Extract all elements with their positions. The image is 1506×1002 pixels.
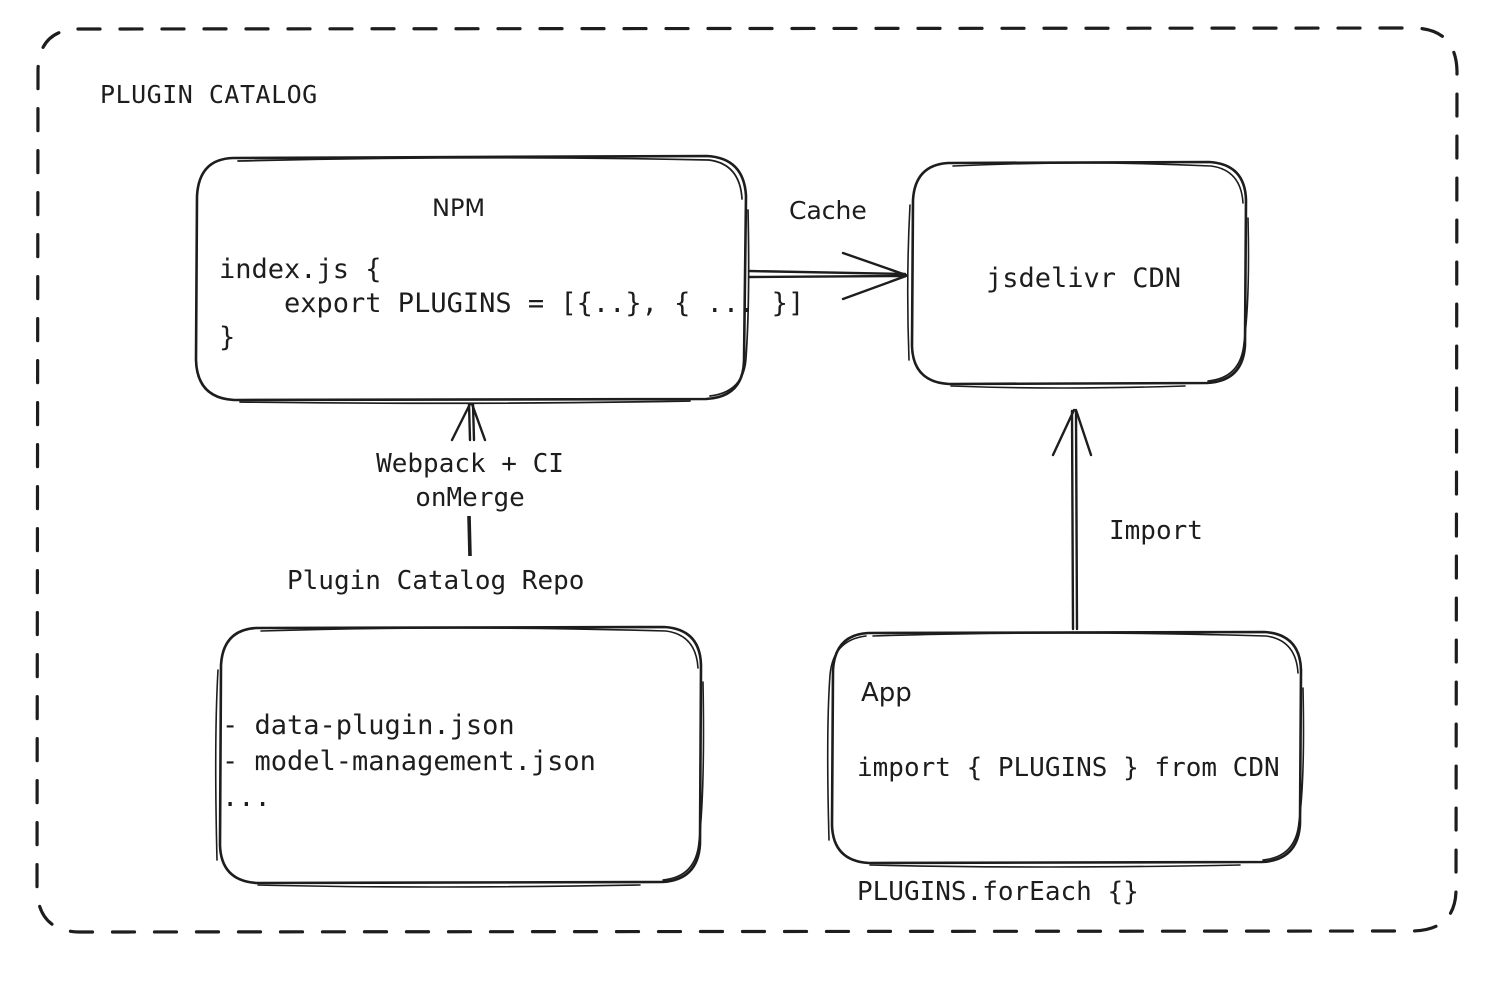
npm-node-shape <box>194 154 750 405</box>
webpack-edge-label: Webpack + CI onMerge <box>376 449 564 513</box>
app-node-code: import { PLUGINS } from CDN PLUGINS.forE… <box>857 753 1280 907</box>
import-edge-label: Import <box>1109 516 1203 546</box>
app-node-title: App <box>861 678 912 708</box>
npm-node-code: index.js { export PLUGINS = [{..}, { ...… <box>219 254 805 353</box>
cache-edge-label: Cache <box>789 196 867 225</box>
repo-node-shape <box>214 625 705 888</box>
plugin-catalog-group-border <box>35 26 1459 934</box>
cache-arrow <box>747 251 908 301</box>
app-node-shape <box>826 630 1305 868</box>
import-arrow <box>1051 408 1093 631</box>
webpack-arrow <box>450 402 487 557</box>
cdn-node-shape <box>906 160 1250 389</box>
repo-node-file-list: - data-plugin.json - model-management.js… <box>222 710 596 813</box>
cdn-node-title: jsdelivr CDN <box>986 263 1182 294</box>
page-title: PLUGIN CATALOG <box>100 80 318 109</box>
npm-node-title: NPM <box>432 194 486 222</box>
repo-node-caption: Plugin Catalog Repo <box>287 566 585 596</box>
